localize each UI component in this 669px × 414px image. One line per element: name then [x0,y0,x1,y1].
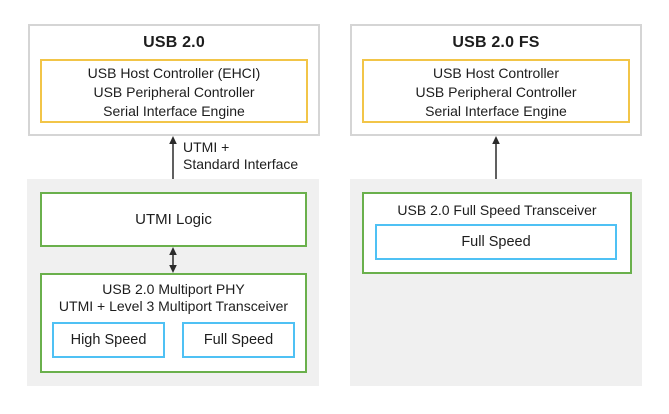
controller-line: USB Host Controller [432,65,560,81]
usb20fs-block: USB 2.0 FS USB Host Controller USB Perip… [350,24,642,136]
controller-line: USB Host Controller (EHCI) [87,65,261,81]
utmi-logic-box: UTMI Logic [40,192,307,247]
controller-line: USB Peripheral Controller [93,84,255,100]
full-speed-transceiver-box: USB 2.0 Full Speed Transceiver Full Spee… [362,192,632,274]
controller-line: Serial Interface Engine [103,103,245,119]
multiport-phy-box: USB 2.0 Multiport PHY UTMI + Level 3 Mul… [40,273,307,373]
usb20-controller-box: USB Host Controller (EHCI) USB Periphera… [40,59,308,123]
utmi-standard-interface-label: UTMI + Standard Interface [183,139,299,172]
usb20-block-title: USB 2.0 [143,34,205,51]
bidirectional-arrow-icon [167,247,179,273]
controller-line: USB Peripheral Controller [415,84,577,100]
phy-title-line: USB 2.0 Multiport PHY [102,281,245,297]
usb20-block: USB 2.0 USB Host Controller (EHCI) USB P… [28,24,320,136]
transceiver-title: USB 2.0 Full Speed Transceiver [397,202,597,218]
usb20fs-block-title: USB 2.0 FS [452,34,540,51]
usb20fs-controller-box: USB Host Controller USB Peripheral Contr… [362,59,630,123]
full-speed-box: Full Speed [375,224,617,260]
full-speed-box: Full Speed [182,322,295,358]
controller-line: Serial Interface Engine [425,103,567,119]
phy-title-line: UTMI + Level 3 Multiport Transceiver [58,298,289,314]
high-speed-box: High Speed [52,322,165,358]
